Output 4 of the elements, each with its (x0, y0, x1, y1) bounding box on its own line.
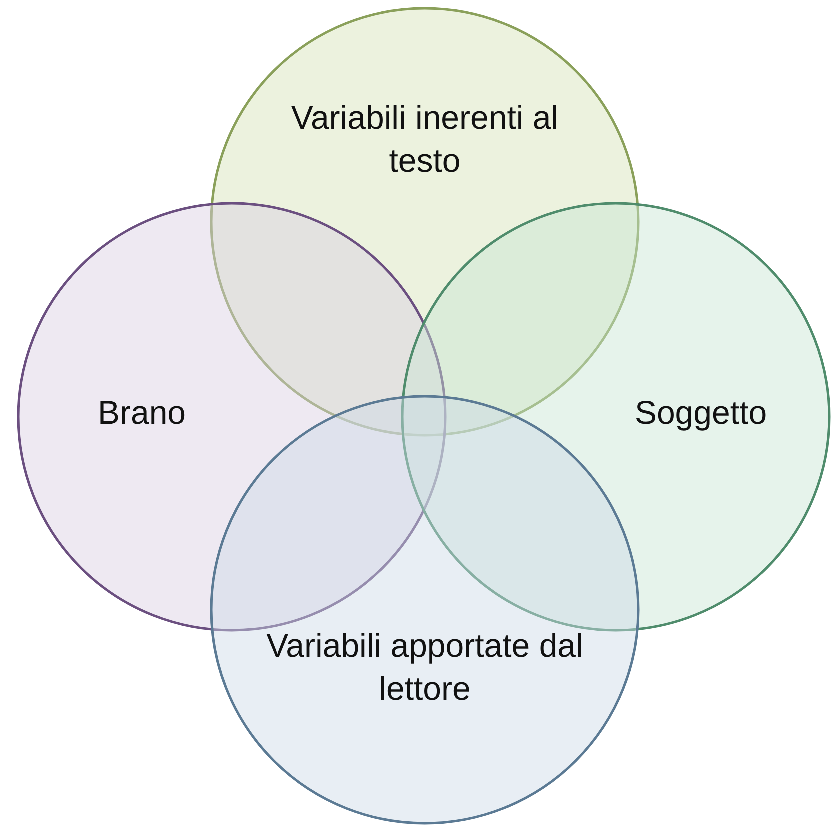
circle-label: Variabili inerenti al testo (290, 98, 560, 181)
circle-label: Variabili apportate dal lettore (266, 626, 584, 709)
circle-label: Soggetto (634, 393, 768, 433)
circle-label: Brano (96, 393, 188, 433)
